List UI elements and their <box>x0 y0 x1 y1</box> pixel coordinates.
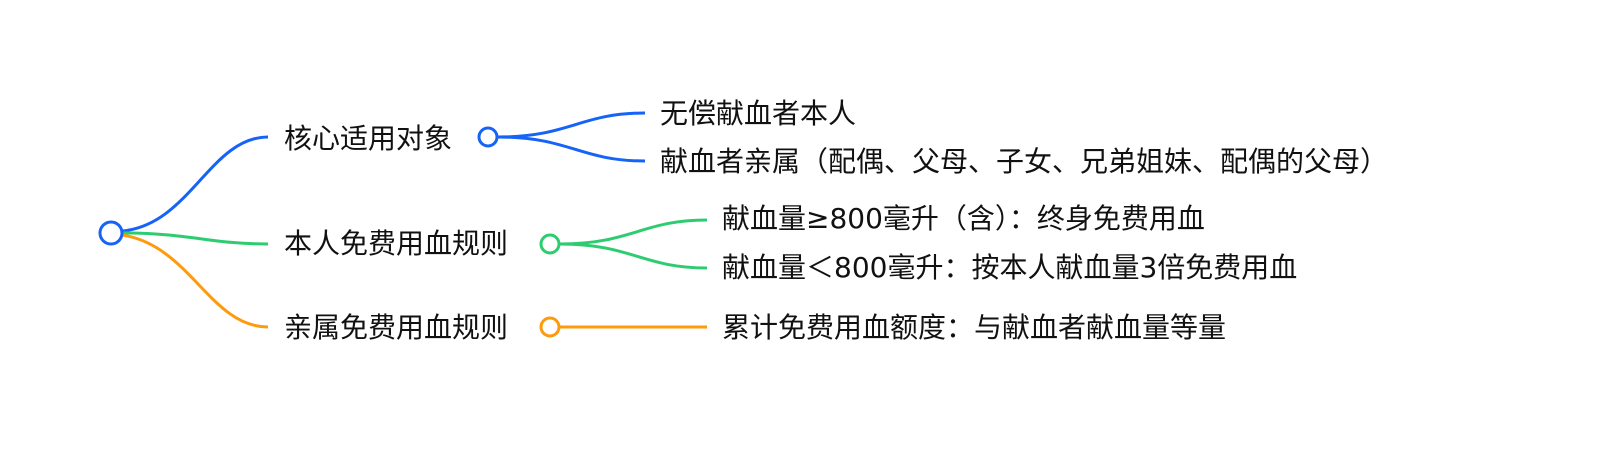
edge-root-relatives <box>121 233 269 329</box>
edge-self-child-2 <box>559 242 708 270</box>
edge-core-child-1 <box>497 111 646 139</box>
edge-self-child-1 <box>559 218 708 246</box>
edge-core-child-2 <box>497 135 646 163</box>
subtopic-donor-self[interactable]: 无偿献血者本人 <box>660 97 856 130</box>
topic-relatives-rules[interactable]: 亲属免费用血规则 <box>284 311 508 344</box>
subtopic-under-800ml[interactable]: 献血量＜800毫升：按本人献血量3倍免费用血 <box>722 251 1297 284</box>
subtopic-relatives-quota[interactable]: 累计免费用血额度：与献血者献血量等量 <box>722 311 1226 344</box>
topic-self-rules[interactable]: 本人免费用血规则 <box>284 227 508 260</box>
topic-core-targets[interactable]: 核心适用对象 <box>284 122 452 155</box>
root-node[interactable] <box>98 220 124 246</box>
collapse-toggle-core[interactable] <box>477 126 499 148</box>
subtopic-over-800ml[interactable]: 献血量≥800毫升（含）：终身免费用血 <box>722 202 1205 235</box>
collapse-toggle-relatives[interactable] <box>539 316 561 338</box>
edge-root-self <box>121 231 269 246</box>
edge-root-core <box>121 135 269 233</box>
collapse-toggle-self[interactable] <box>539 233 561 255</box>
subtopic-donor-relatives[interactable]: 献血者亲属（配偶、父母、子女、兄弟姐妹、配偶的父母） <box>660 145 1388 178</box>
